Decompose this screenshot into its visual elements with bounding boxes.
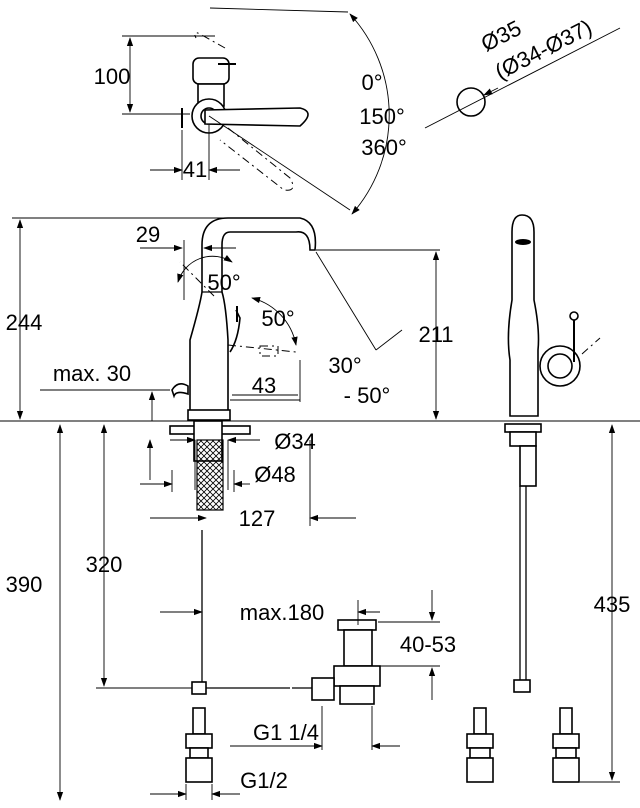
- angle-rotation-0: 0°: [361, 70, 382, 95]
- angle-rotation-360: 360°: [361, 135, 407, 160]
- dim-pop-up-rod: 320: [86, 552, 123, 577]
- angle-spout-swivel-b: - 50°: [344, 383, 391, 408]
- dim-spout-reach-total: 127: [239, 506, 276, 531]
- dim-side-total: 435: [594, 592, 631, 617]
- dim-waste-offset: max.180: [240, 600, 324, 625]
- angle-lever-side: 50°: [261, 306, 294, 331]
- dim-lever-height: 100: [94, 64, 131, 89]
- dim-lever-width: 41: [183, 157, 207, 182]
- dim-waste-range: 40-53: [400, 632, 456, 657]
- below-deck-view: 390 320 max.180 40-53 G1 1/4: [6, 424, 456, 801]
- thread-waste: G1 1/4: [253, 720, 319, 745]
- angle-lever-tilt: 50°: [207, 270, 240, 295]
- dim-lever-offset: 43: [252, 373, 276, 398]
- dim-base-diameter: Ø48: [254, 462, 296, 487]
- dim-spout-reach: 29: [136, 222, 160, 247]
- dim-below-deck-total: 390: [6, 572, 43, 597]
- top-view: 100 0° 150° 360° 41: [94, 7, 407, 215]
- tap-hole-detail: Ø35 (Ø34-Ø37): [424, 14, 621, 129]
- dim-total-height: 244: [6, 310, 43, 335]
- dim-max-deck: max. 30: [53, 361, 131, 386]
- thread-supply: G1/2: [240, 768, 288, 793]
- side-view: 435: [466, 214, 631, 783]
- dim-shank-diameter: Ø34: [274, 429, 316, 454]
- front-view: 244 29 50° 50° 211 30° - 50°: [0, 217, 640, 531]
- angle-rotation-150: 150°: [359, 104, 405, 129]
- angle-spout-swivel-a: 30°: [328, 353, 361, 378]
- dim-spout-height: 211: [418, 322, 453, 347]
